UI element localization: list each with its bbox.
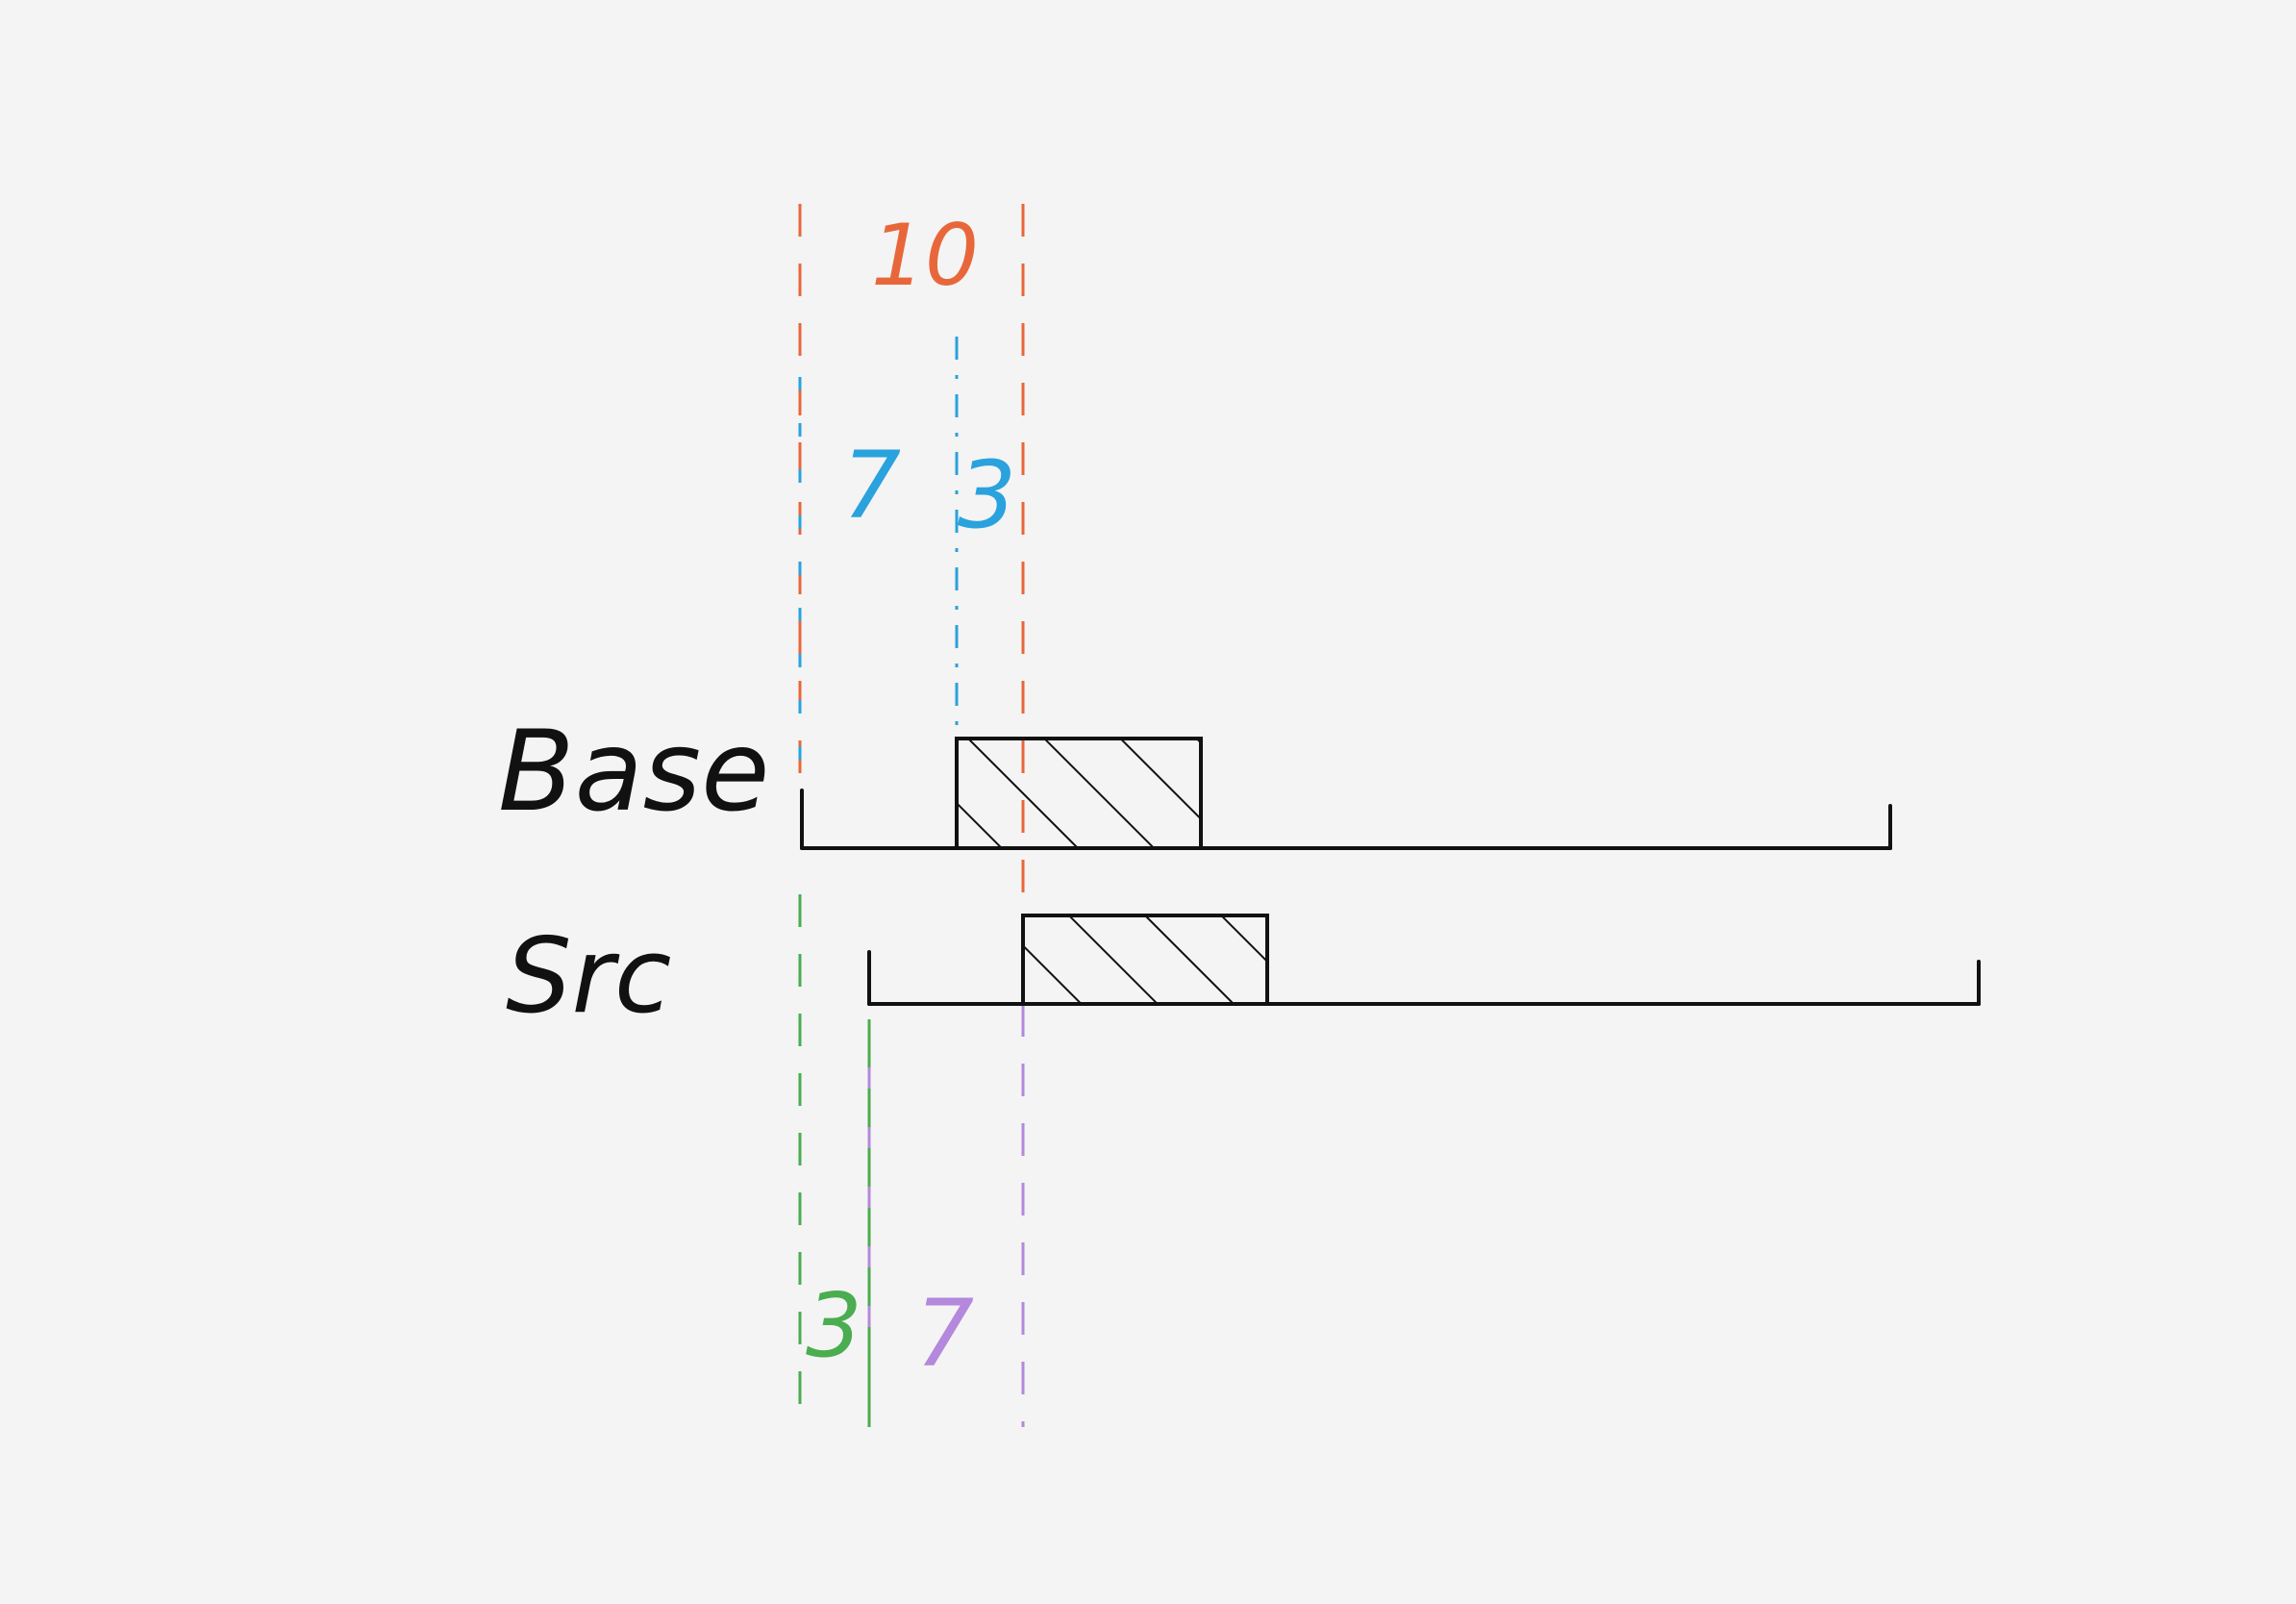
base-label: Base (498, 707, 769, 837)
bottom-left-segment-label: 3 (806, 1274, 862, 1377)
base-hatched-block (955, 737, 1203, 850)
guide-lines (798, 204, 1025, 1427)
bottom-right-segment-label: 7 (915, 1280, 974, 1388)
src-hatched-block (1021, 914, 1269, 1006)
top-total-label: 10 (871, 206, 979, 305)
top-right-segment-label: 3 (958, 441, 1016, 549)
src-label: Src (506, 916, 671, 1037)
top-left-segment-label: 7 (842, 432, 901, 539)
